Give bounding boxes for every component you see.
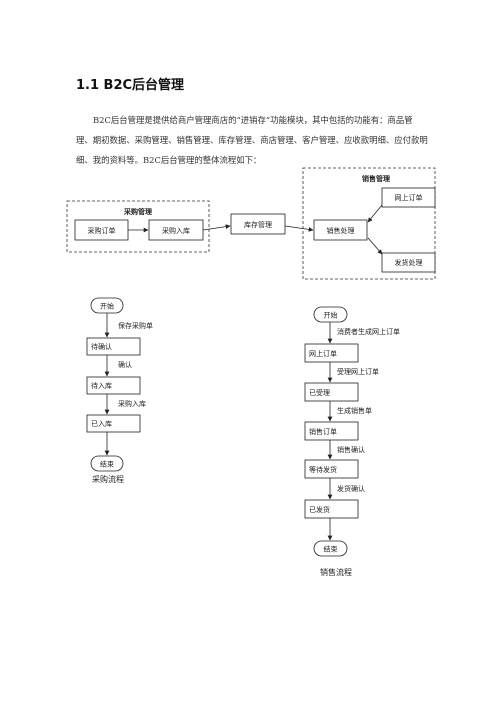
sales-state5-box xyxy=(304,499,359,519)
purchase-order-label: 采购订单 xyxy=(88,226,116,235)
sales-state2-label: 已受理 xyxy=(309,388,330,397)
sales-step2-label: 受理网上订单 xyxy=(337,367,379,376)
sales-state3-box xyxy=(304,421,359,441)
purchase-step3-label: 采购入库 xyxy=(118,399,146,408)
sales-group-frame xyxy=(302,167,436,280)
purchase-end-node xyxy=(90,455,124,472)
purchase-state3-label: 已入库 xyxy=(91,419,112,428)
purchase-step1-label: 保存采购单 xyxy=(118,321,153,330)
purchase-state3-box xyxy=(86,414,141,433)
sales-step1-label: 消费者生成网上订单 xyxy=(337,327,400,336)
sales-state1-label: 网上订单 xyxy=(309,349,337,358)
sales-state2-box xyxy=(304,382,359,402)
inventory-label: 库存管理 xyxy=(244,220,272,229)
purchase-flow: 开始 保存采购单 待确认 确认 待入库 采购入库 已入库 结束 采购流程 xyxy=(86,297,153,484)
sales-end-node xyxy=(313,540,348,557)
sales-start-label: 开始 xyxy=(324,311,338,320)
purchase-group-label: 采购管理 xyxy=(123,207,152,216)
purchase-state1-box xyxy=(86,337,141,356)
sales-state4-box xyxy=(304,459,359,479)
purchase-flow-caption: 采购流程 xyxy=(92,474,124,484)
sales-state5-label: 已发货 xyxy=(309,505,330,514)
sales-flow: 开始 消费者生成网上订单 网上订单 受理网上订单 已受理 生成销售单 销售订单 … xyxy=(304,306,400,577)
purchase-end-label: 结束 xyxy=(100,460,114,469)
sales-step3-label: 生成销售单 xyxy=(337,406,372,415)
sales-flow-caption: 销售流程 xyxy=(320,567,352,577)
sales-group-label: 销售管理 xyxy=(361,174,390,183)
sales-step5-label: 发货确认 xyxy=(337,484,365,493)
purchase-start-label: 开始 xyxy=(100,302,114,311)
inventory-box xyxy=(230,213,286,235)
section-title: 1.1 B2C后台管理 xyxy=(76,78,185,93)
sales-process-box xyxy=(313,219,368,241)
intro-paragraph: B2C后台管理是提供给商户管理商店的“进销存”功能模块，其中包括的功能有：商品管… xyxy=(76,115,428,165)
purchase-state2-label: 待入库 xyxy=(91,381,112,390)
overview-diagram: 采购管理 销售管理 采购订单 采购入库 库存管理 销售处理 网上订单 发货处理 xyxy=(66,167,436,280)
sales-state1-box xyxy=(304,343,359,363)
delivery-label: 发货处理 xyxy=(395,258,423,267)
purchase-in-label: 采购入库 xyxy=(162,226,190,235)
purchase-group-frame xyxy=(66,200,210,253)
purchase-step2-label: 确认 xyxy=(118,360,132,369)
sales-end-label: 结束 xyxy=(324,545,338,554)
sales-start-node xyxy=(313,306,348,323)
sales-state3-label: 销售订单 xyxy=(309,427,337,436)
purchase-state2-box xyxy=(86,376,141,395)
online-order-box xyxy=(381,187,436,208)
sales-state4-label: 等待发货 xyxy=(309,465,337,474)
online-order-label: 网上订单 xyxy=(395,193,423,202)
sales-step4-label: 销售确认 xyxy=(337,445,365,454)
sales-process-label: 销售处理 xyxy=(327,226,355,235)
delivery-box xyxy=(381,252,436,273)
purchase-state1-label: 待确认 xyxy=(91,342,112,351)
